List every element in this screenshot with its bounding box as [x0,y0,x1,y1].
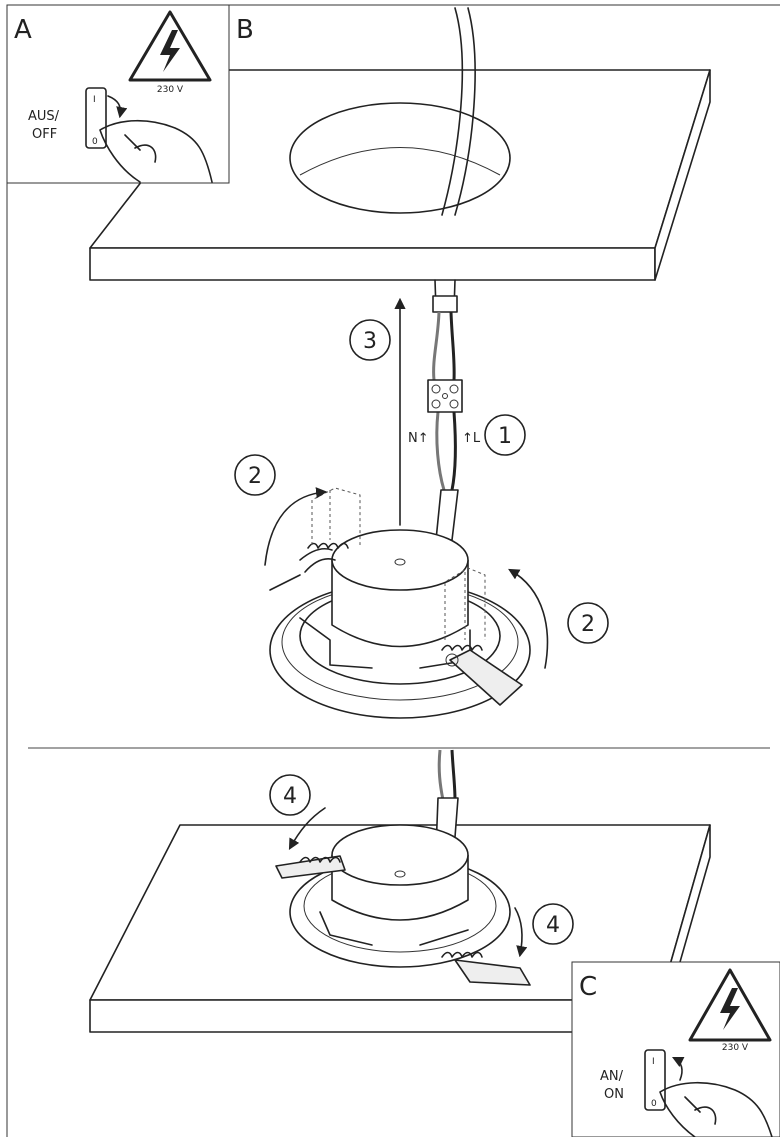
switch-off-mark: 0 [92,137,98,147]
switch-on-mark: I [652,1057,655,1067]
ceiling-board-top [89,69,711,281]
hand-icon [659,1081,773,1137]
spring-rotation-arrow-right [508,568,549,669]
step-1-marker: 1 [484,414,526,456]
live-wire-label: ↑L [462,431,481,446]
switch-on-mark: I [93,95,96,105]
step-number: 4 [283,784,297,809]
panel-a-label: A [14,15,32,45]
spring-release-arrow-left [288,807,326,850]
spring-clip-lower-left [275,855,346,879]
switch-off-label-line2: OFF [32,127,57,142]
voltage-label: 230 V [157,85,184,95]
spring-clip-left [269,487,361,591]
step-4-marker-right: 4 [532,903,574,945]
voltage-label: 230 V [722,1043,749,1053]
terminal-block [427,379,463,413]
step-number: 3 [363,329,377,354]
step-number: 2 [581,612,595,637]
switch-on-label-line1: AN/ [600,1069,624,1084]
step-2-marker-left: 2 [234,454,276,496]
step-number: 4 [546,913,560,938]
step-4-marker-left: 4 [269,774,311,816]
spring-rotation-arrow-left [264,487,328,566]
step-number: 1 [498,424,512,449]
step-2-marker-right: 2 [567,602,609,644]
panel-c: C 230 V I 0 AN/ ON [571,961,780,1137]
lightning-bolt-icon [720,988,740,1030]
lightning-bolt-icon [160,30,180,72]
spring-clip-lower-right [441,951,531,986]
downlight-lower [289,824,511,968]
spring-clip-right [441,567,523,706]
hand-icon [99,119,213,183]
ceiling-cutout-hole [289,102,511,214]
cable-sheath [435,489,459,541]
step-number: 2 [248,464,262,489]
panel-a: A 230 V I 0 AUS/ OFF [6,4,230,184]
panel-c-label: C [579,972,597,1002]
switch-off-label-line1: AUS/ [28,109,60,124]
panel-b-label: B [236,15,254,45]
supply-cable [432,7,476,313]
wall-switch-on-icon: I 0 [644,1049,685,1111]
mains-wires [432,311,457,491]
switch-off-mark: 0 [651,1099,657,1109]
switch-on-label-line2: ON [604,1087,624,1102]
spring-release-arrow-right [514,907,528,958]
step-3-marker: 3 [349,319,391,361]
neutral-wire-label: N↑ [408,431,429,446]
